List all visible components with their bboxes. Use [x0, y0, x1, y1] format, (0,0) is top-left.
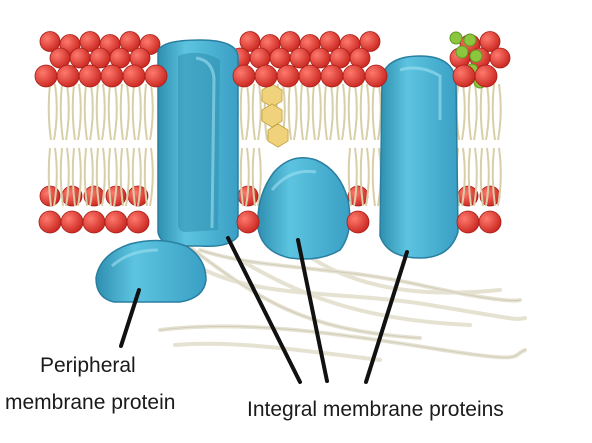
pointer-integral-2: [296, 238, 329, 383]
pointer-integral-3: [364, 250, 409, 384]
label-peripheral-line1: Peripheral: [40, 354, 136, 377]
integral-protein-transmembrane: [379, 55, 459, 259]
carbohydrate-fibers-outline: [159, 239, 526, 358]
integral-protein-wedge: [257, 157, 351, 260]
label-integral-proteins: Integral membrane proteins: [247, 398, 504, 421]
pointer-peripheral: [119, 288, 141, 348]
peripheral-protein: [95, 239, 207, 303]
pointer-lines: [119, 236, 409, 384]
phospholipid-heads-front: [34, 64, 502, 234]
integral-protein-channel: [157, 39, 239, 248]
pointer-integral-1: [226, 236, 302, 384]
carbohydrate-fibers: [158, 238, 527, 362]
label-peripheral-line2: membrane protein: [5, 391, 176, 414]
